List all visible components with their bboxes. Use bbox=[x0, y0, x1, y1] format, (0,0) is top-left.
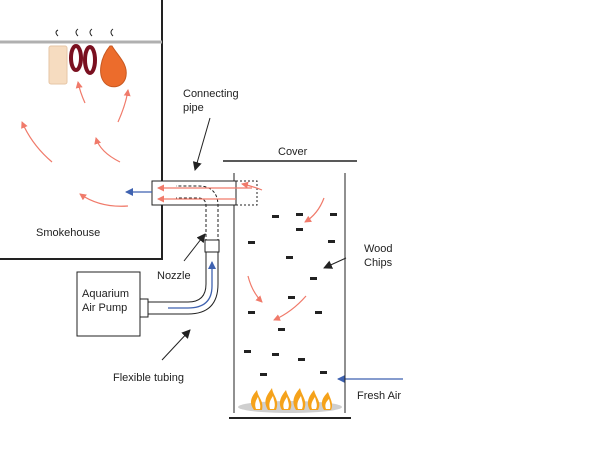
smoke-flow-arrows bbox=[21, 81, 131, 207]
air-pump-label-line2: Air Pump bbox=[82, 302, 127, 314]
cheese-icon bbox=[48, 45, 68, 85]
ham-icon bbox=[100, 45, 127, 88]
wood-chips bbox=[244, 213, 337, 376]
connecting-pipe-label: Connecting bbox=[183, 88, 239, 100]
connecting-pipe-label-line2: pipe bbox=[183, 102, 204, 114]
smokehouse-wall bbox=[0, 0, 163, 260]
flexible-tubing bbox=[144, 252, 219, 315]
sausage-icon bbox=[83, 45, 97, 75]
aquarium-air-pump bbox=[76, 271, 141, 337]
smokehouse-label: Smokehouse bbox=[36, 227, 100, 239]
smoke-can-arrows bbox=[241, 181, 325, 321]
nozzle bbox=[176, 185, 220, 253]
flexible-tubing-label: Flexible tubing bbox=[113, 372, 184, 384]
label-pointers bbox=[161, 117, 347, 361]
connecting-pipe bbox=[151, 180, 237, 206]
smoker-can bbox=[223, 160, 357, 419]
wood-chips-label: Wood bbox=[364, 243, 393, 255]
smoke-pipe-arrows bbox=[157, 184, 252, 203]
fresh-air-label: Fresh Air bbox=[357, 390, 401, 402]
wood-chips-label-line2: Chips bbox=[364, 257, 393, 269]
cover-label: Cover bbox=[278, 146, 308, 158]
sausage-icon bbox=[69, 44, 83, 72]
nozzle-label: Nozzle bbox=[157, 270, 191, 282]
food-hanging-icon bbox=[48, 28, 127, 88]
air-pump-label: Aquarium bbox=[82, 288, 129, 300]
pump-outlet bbox=[139, 298, 149, 318]
connecting-pipe-inner-section bbox=[236, 180, 258, 206]
fire-icon bbox=[238, 388, 342, 413]
air-flow-arrows bbox=[125, 188, 403, 383]
